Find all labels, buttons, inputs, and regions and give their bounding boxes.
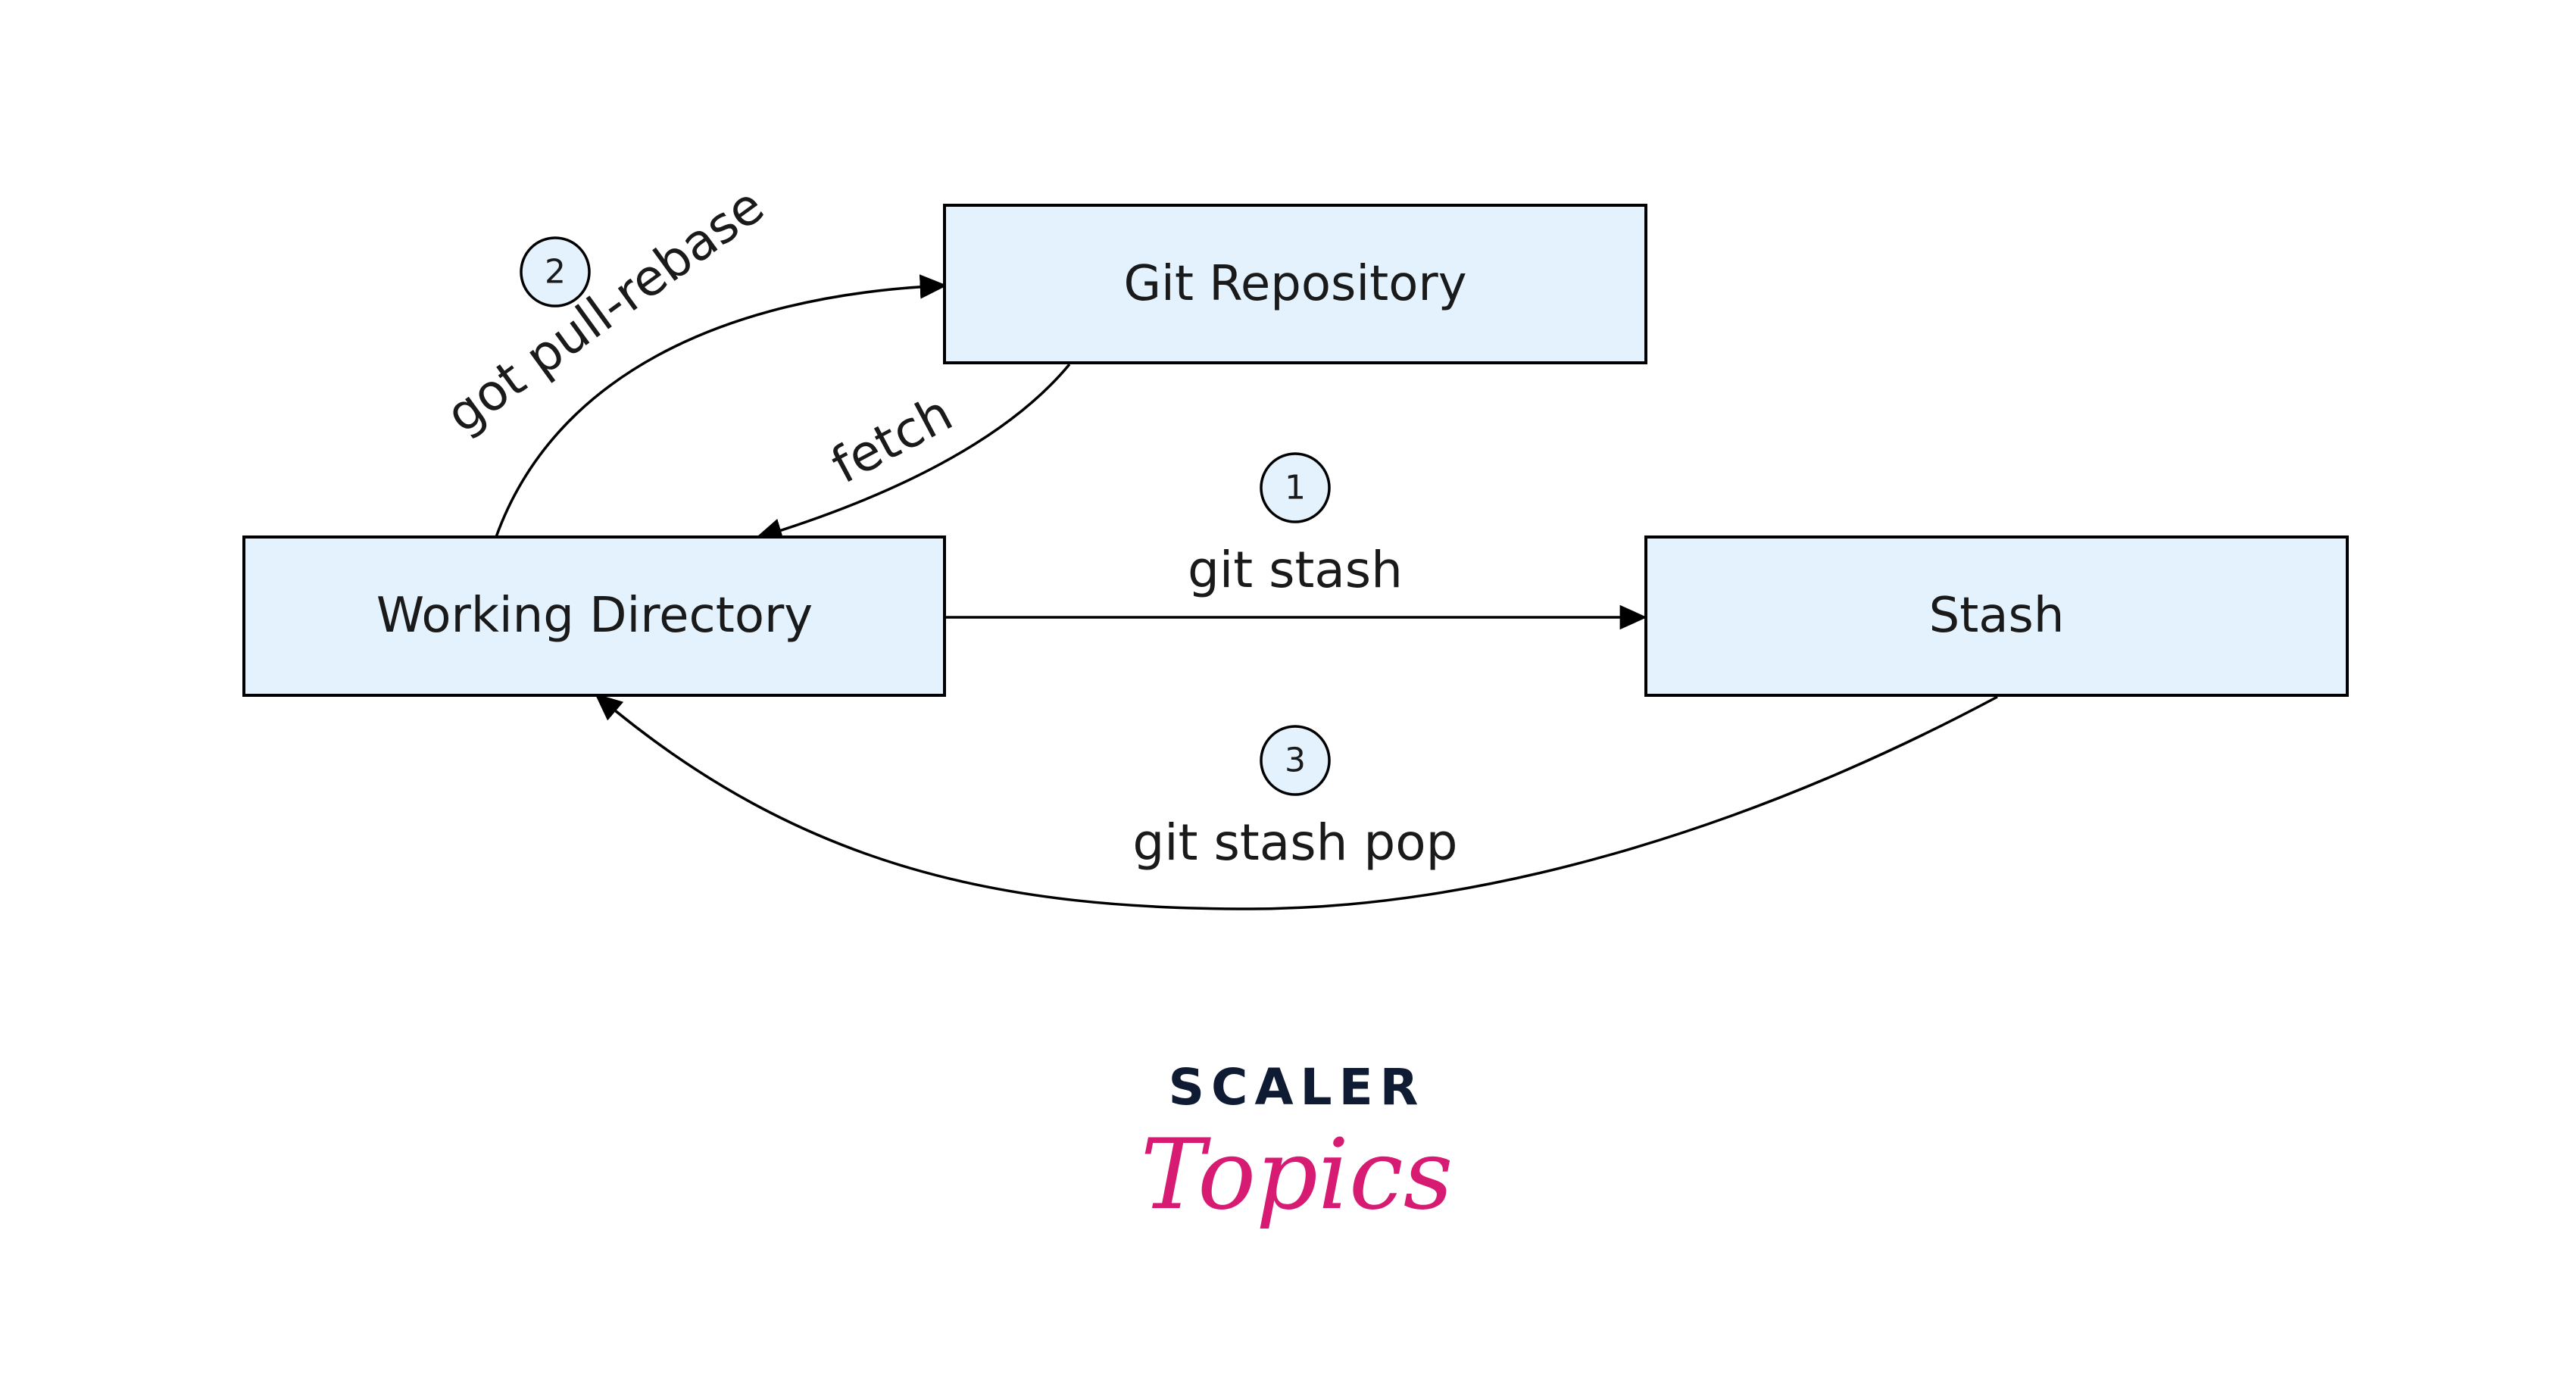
node-working-directory-box xyxy=(242,535,946,697)
step-3-badge: 3 xyxy=(1260,725,1331,796)
node-stash-box xyxy=(1644,535,2349,697)
edge-git-stash-pop-label: git stash pop xyxy=(1132,813,1457,872)
step-2-number: 2 xyxy=(545,253,566,292)
step-1-number: 1 xyxy=(1285,469,1306,507)
edge-git-stash-label: git stash xyxy=(1188,541,1403,599)
edge-git-stash-pop xyxy=(595,693,1998,910)
step-1-circle xyxy=(1260,452,1331,523)
node-working-directory-label: Working Directory xyxy=(376,588,813,644)
logo-topics-text: Topics xyxy=(1141,1119,1453,1232)
node-working-directory: Working Directory xyxy=(242,535,946,697)
step-1-badge: 1 xyxy=(1260,452,1331,523)
node-git-repository-box xyxy=(943,204,1647,364)
node-git-repository-label: Git Repository xyxy=(1123,256,1466,312)
step-3-number: 3 xyxy=(1285,742,1306,780)
edge-fetch xyxy=(754,363,1071,543)
edge-fetch-label: fetch xyxy=(822,384,961,495)
node-stash: Stash xyxy=(1644,535,2349,697)
step-3-circle xyxy=(1260,725,1331,796)
scaler-topics-logo: SCALER Topics xyxy=(1141,1058,1453,1232)
step-2-circle xyxy=(520,236,591,308)
step-2-badge: 2 xyxy=(520,236,591,308)
edge-pull-rebase xyxy=(495,274,948,538)
node-git-repository: Git Repository xyxy=(943,204,1647,364)
node-stash-label: Stash xyxy=(1929,588,2065,644)
logo-scaler-text: SCALER xyxy=(1168,1058,1425,1116)
edge-pull-rebase-label: got pull-rebase xyxy=(436,176,774,445)
